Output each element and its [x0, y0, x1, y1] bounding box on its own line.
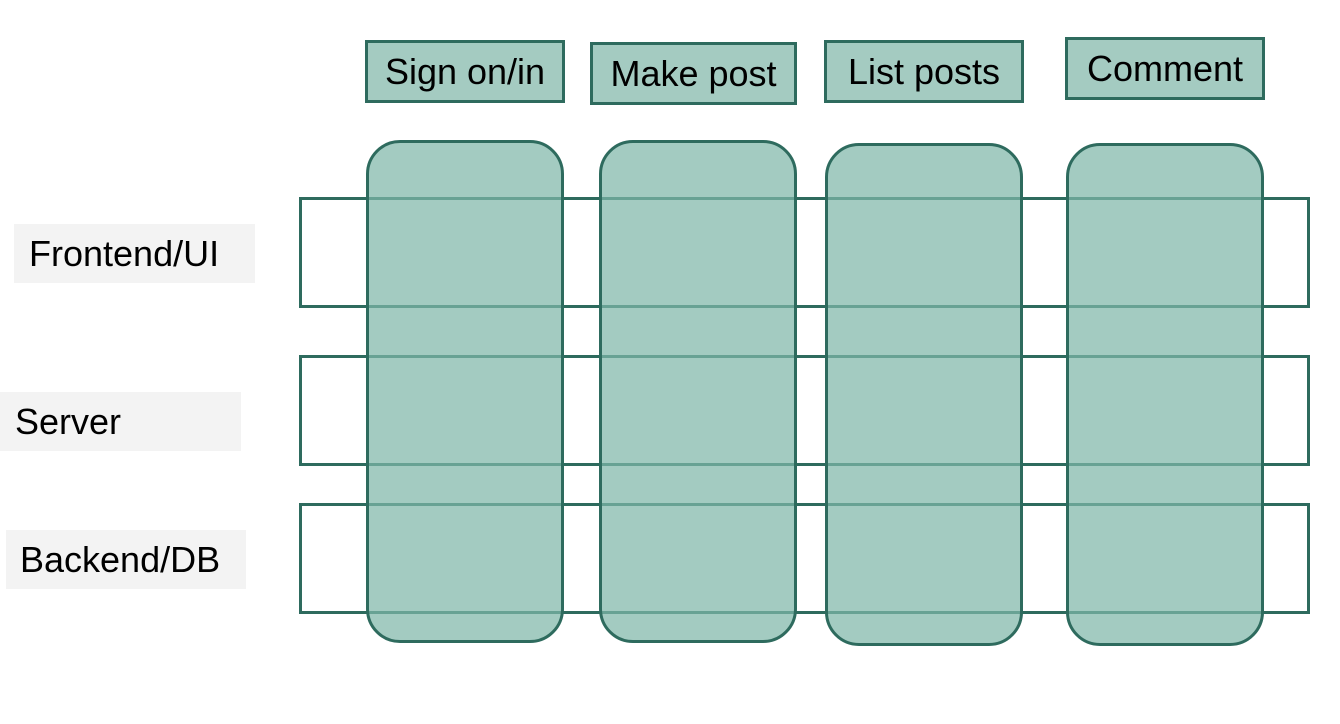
column-header-make-post: Make post — [590, 42, 797, 105]
row-label-backend: Backend/DB — [6, 530, 246, 589]
row-label-frontend: Frontend/UI — [14, 224, 255, 283]
slice-list-posts — [825, 143, 1023, 646]
slice-sign-on — [366, 140, 564, 643]
layer-backend-box — [299, 503, 1310, 614]
layer-server-box — [299, 355, 1310, 466]
layer-frontend-box — [299, 197, 1310, 308]
slice-comment — [1066, 143, 1264, 646]
row-label-server: Server — [0, 392, 241, 451]
slice-make-post — [599, 140, 797, 643]
column-header-comment: Comment — [1065, 37, 1265, 100]
column-header-sign-on: Sign on/in — [365, 40, 565, 103]
column-header-list-posts: List posts — [824, 40, 1024, 103]
